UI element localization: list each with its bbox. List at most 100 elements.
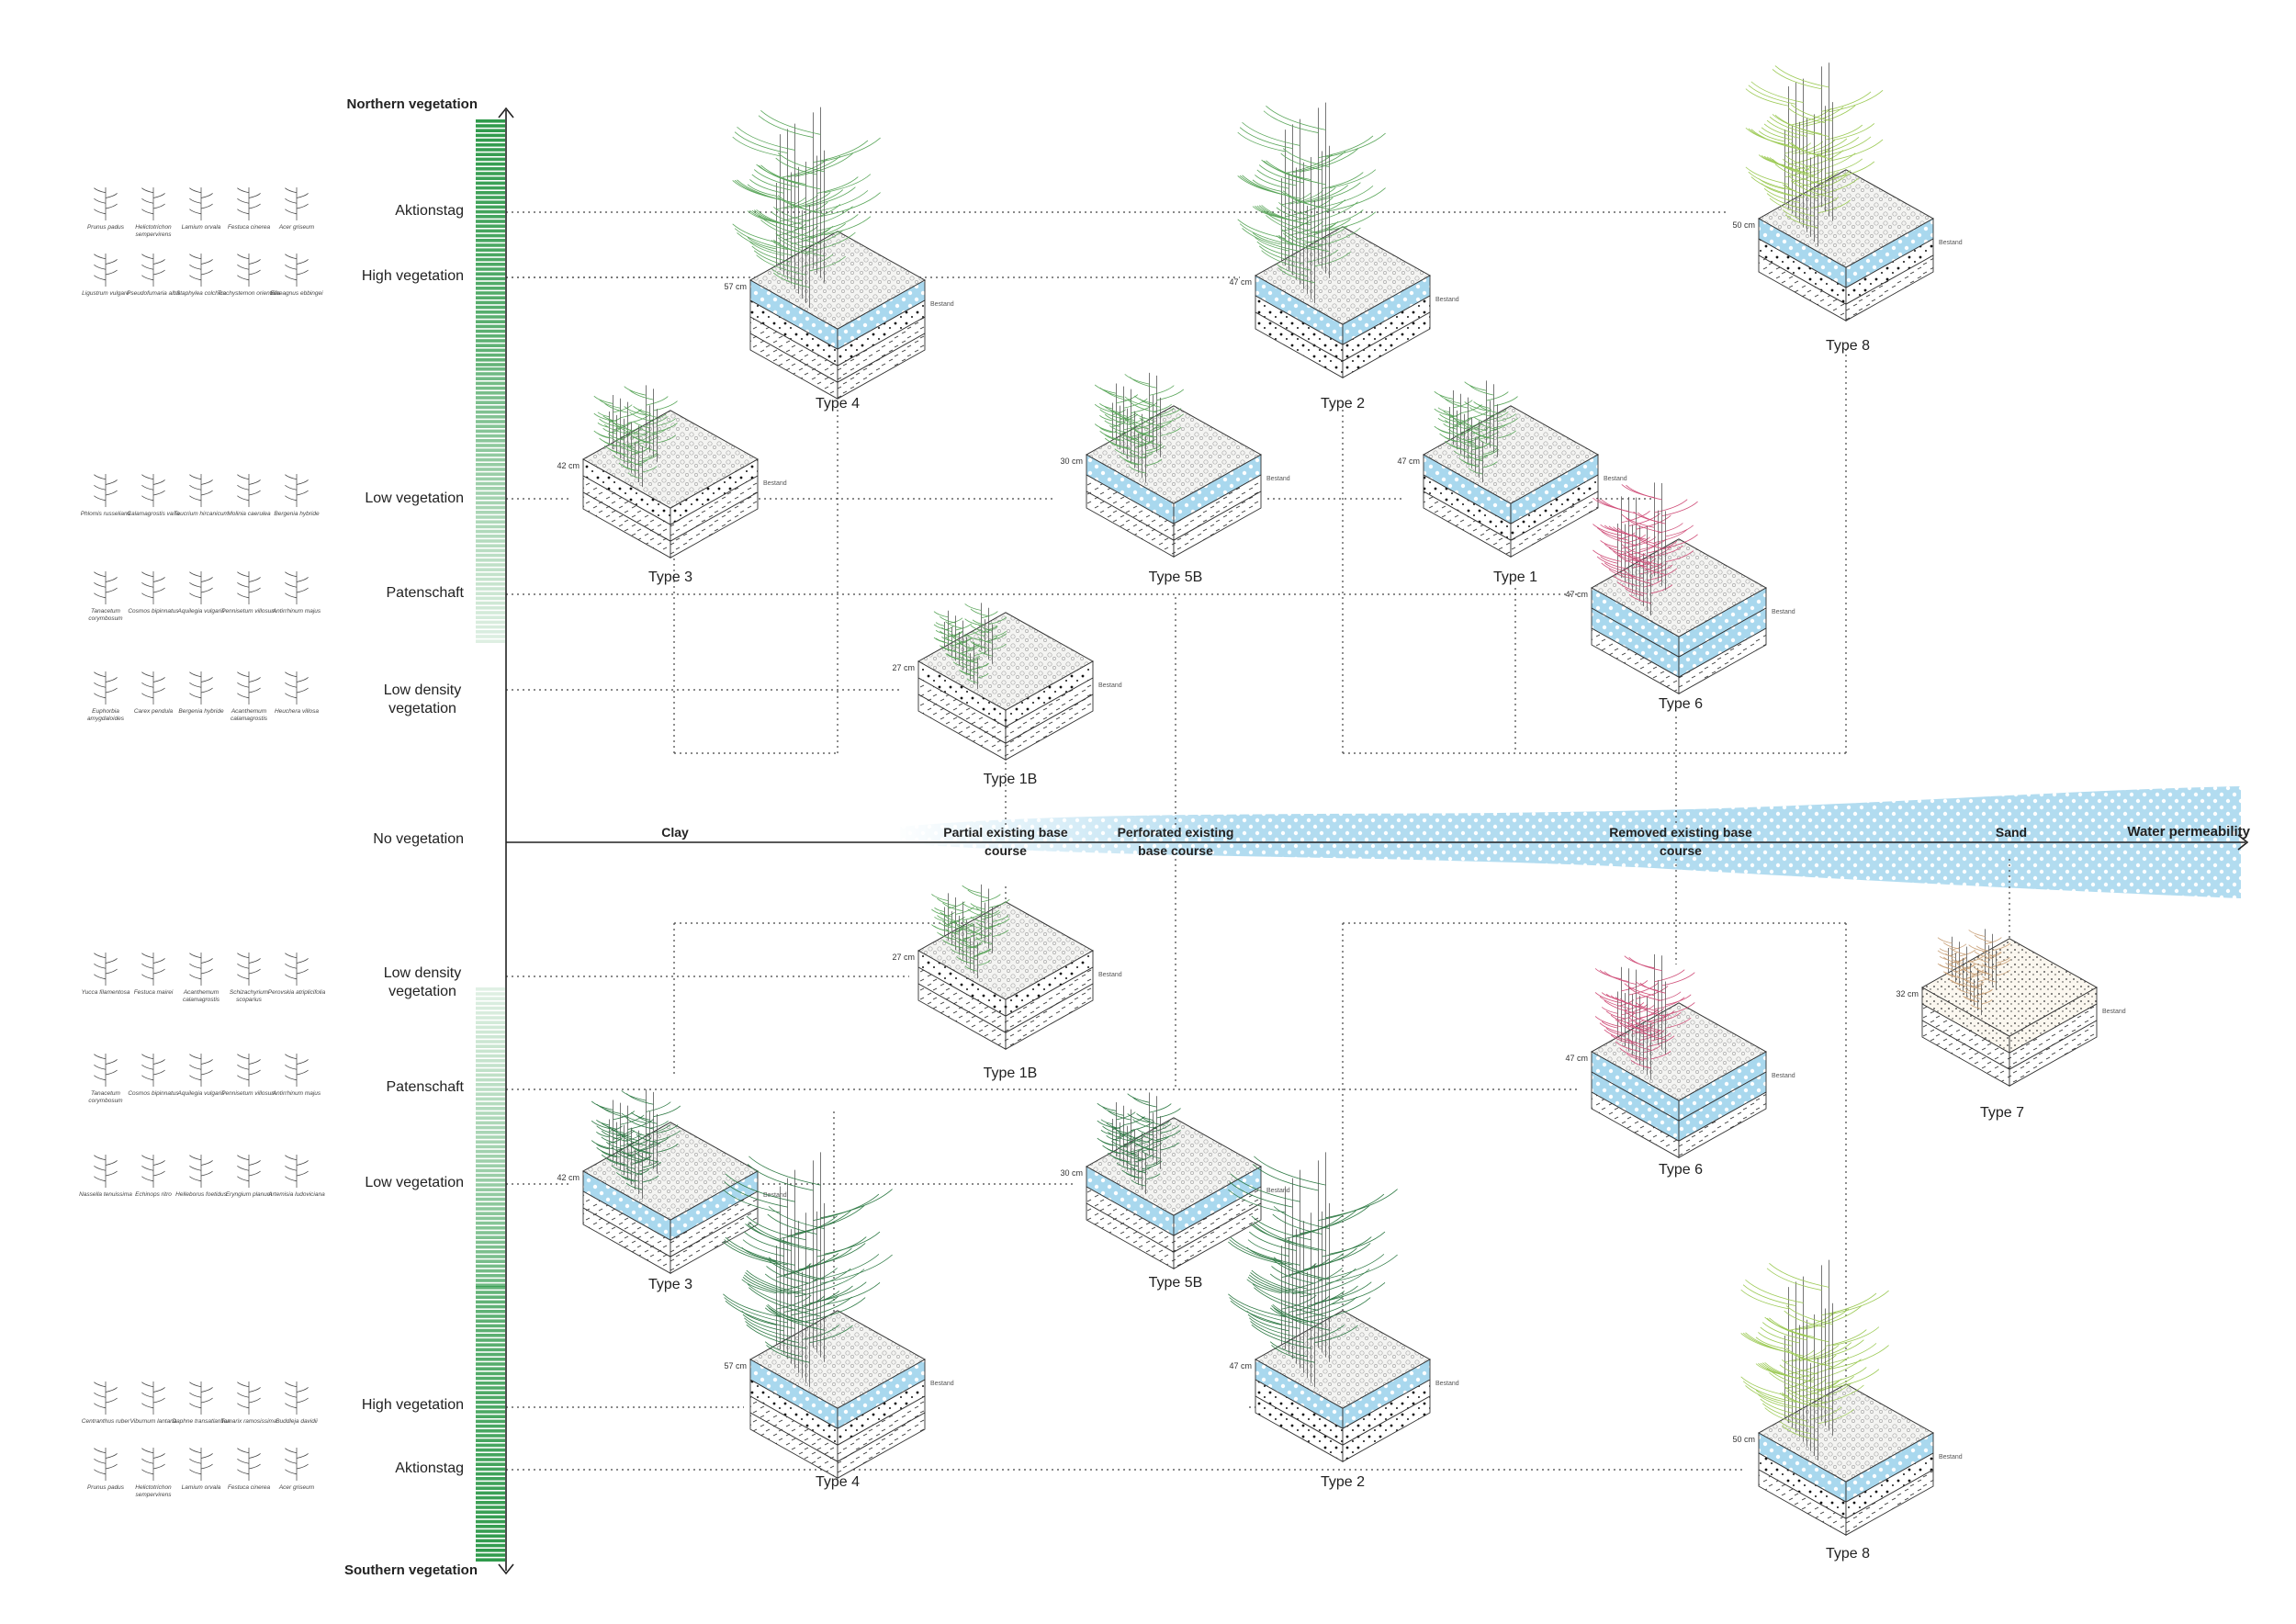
level-label-north-high: High vegetation [361, 268, 464, 284]
density-stripe [476, 548, 505, 553]
plant-sketch [942, 901, 984, 960]
density-stripe [476, 272, 505, 276]
density-stripe [476, 209, 505, 214]
density-stripe [476, 997, 505, 1000]
density-stripe [476, 496, 505, 500]
plant-sketch [94, 1382, 118, 1415]
plant-sketch [285, 953, 309, 986]
density-stripe [476, 481, 505, 486]
density-stripe [476, 152, 505, 156]
plant-sketch [1769, 1259, 1889, 1431]
plant-species-label: Festuca cinerea [227, 224, 271, 231]
plant-sketch [141, 571, 165, 604]
plant-species-label: Pennisetum villosum [221, 608, 276, 615]
plant-sketch [94, 474, 118, 507]
plant-species-label: Lamium orvala [181, 224, 221, 231]
plant-sketch [1637, 511, 1694, 591]
density-stripe [476, 1107, 505, 1111]
density-stripe [476, 1472, 505, 1476]
density-stripe [476, 1121, 505, 1125]
plant-sketch [237, 254, 261, 287]
density-stripe [476, 391, 505, 395]
type-caption-s7: Type 7 [1979, 1105, 2025, 1121]
density-stripe [476, 1525, 505, 1528]
density-stripe [476, 186, 505, 190]
density-stripe [476, 1371, 505, 1376]
level-label-none: No vegetation [373, 831, 464, 847]
plant-species-label: Prunus padus [86, 1484, 125, 1491]
plant-sketch [1104, 389, 1158, 464]
density-stripe [476, 1539, 505, 1543]
density-stripe [476, 1192, 505, 1197]
density-stripe [476, 1549, 505, 1552]
density-stripe [476, 1395, 505, 1400]
plant-species-label: Antirrhinum majus [272, 1090, 321, 1097]
plant-species-label: Carex pendula [133, 708, 174, 715]
block-layer-right [837, 333, 926, 400]
density-stripe [476, 1155, 505, 1158]
plant-sketch [189, 1448, 213, 1481]
density-stripe [476, 1458, 505, 1461]
block-depth-label: 57 cm [724, 1361, 747, 1370]
plant-species-label: Acanthemum calamagrostis [182, 989, 220, 1003]
plant-species-label: Schizachyrium scoparius [229, 989, 269, 1003]
plant-species-label: Helictotrichon sempervirens [135, 1484, 172, 1498]
plant-sketch [967, 888, 1010, 949]
density-stripe [476, 535, 505, 538]
block-bestand-label: Bestand [1772, 1073, 1795, 1079]
type-caption-s4: Type 4 [815, 1474, 861, 1490]
plant-sketch [624, 385, 669, 448]
density-stripe [476, 1304, 505, 1309]
density-stripe [476, 1279, 505, 1282]
density-stripe [476, 300, 505, 305]
plant-species-label: Euphorbia amygdaloides [86, 708, 125, 722]
density-stripe [476, 315, 505, 319]
block-bestand-label: Bestand [1098, 682, 1122, 689]
plant-species-label: Calamagrostis varia [127, 511, 180, 517]
plant-sketch [952, 637, 981, 675]
plant-sketch [141, 254, 165, 287]
density-stripe [476, 396, 505, 400]
plant-sketch [966, 658, 989, 690]
density-stripe [476, 263, 505, 266]
level-label-south-patenschaft: Patenschaft [386, 1079, 465, 1095]
plant-sketch [285, 1382, 309, 1415]
density-stripe [476, 1410, 505, 1414]
block-depth-label: 57 cm [724, 282, 747, 291]
density-stripe [476, 324, 505, 329]
density-stripe [476, 1543, 505, 1548]
plant-sketch [285, 254, 309, 287]
density-stripe [476, 1367, 505, 1370]
density-stripe [476, 1245, 505, 1249]
density-stripe [476, 334, 505, 338]
block-depth-label: 27 cm [892, 663, 915, 672]
plant-sketch [1242, 118, 1358, 285]
density-stripe [476, 1400, 505, 1404]
density-stripe [476, 1314, 505, 1318]
density-stripe [476, 1382, 505, 1385]
density-stripe [476, 372, 505, 376]
level-label-north-patenschaft: Patenschaft [386, 585, 465, 601]
density-stripe [476, 1088, 505, 1091]
density-stripe [476, 568, 505, 571]
density-stripe [476, 1092, 505, 1096]
density-stripe [476, 424, 505, 428]
density-stripe [476, 544, 505, 547]
density-stripe [476, 558, 505, 562]
density-stripe [476, 1044, 505, 1048]
plant-sketch [237, 1054, 261, 1087]
plant-sketch [1139, 397, 1182, 457]
block-depth-label: 47 cm [1565, 1054, 1588, 1063]
density-stripe [476, 1173, 505, 1178]
plant-species-label: Cosmos bipinnatus [128, 608, 179, 615]
density-stripe [476, 1438, 505, 1442]
plant-sketch [189, 571, 213, 604]
plant-sketch [611, 1127, 652, 1185]
density-stripe [476, 620, 505, 625]
plant-sketch [773, 205, 846, 309]
